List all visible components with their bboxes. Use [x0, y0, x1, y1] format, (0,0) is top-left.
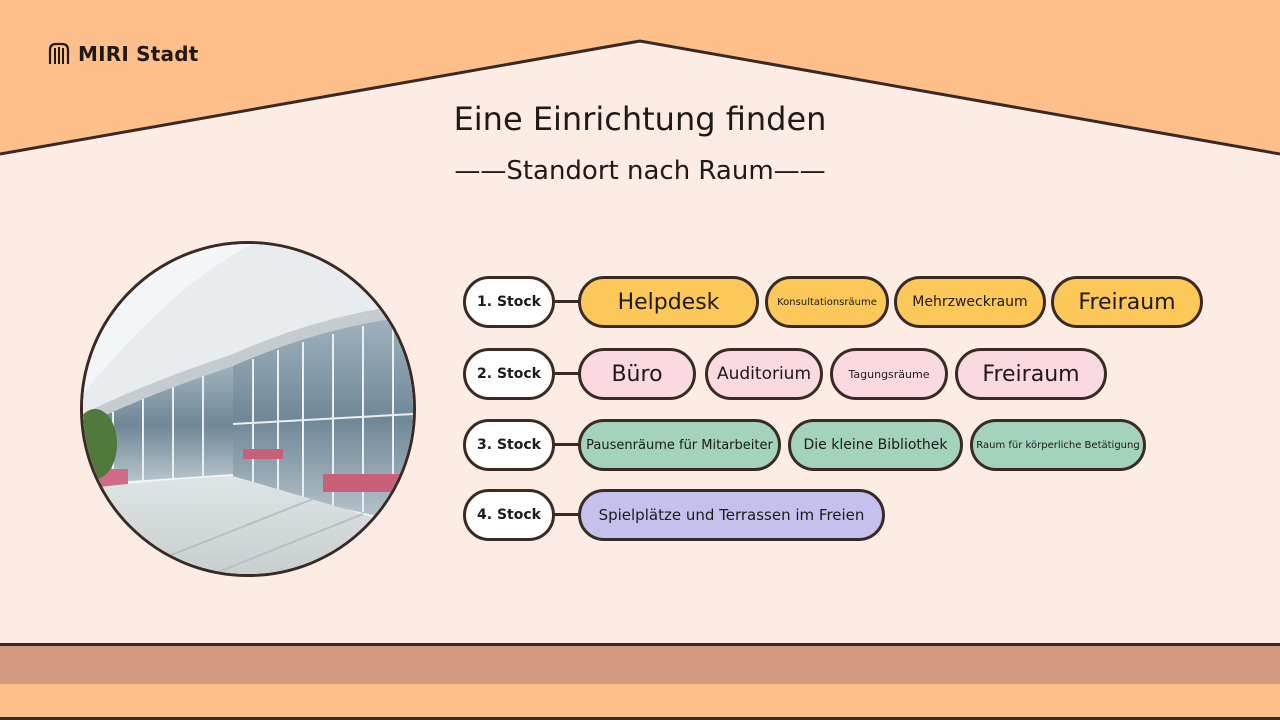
floor-base [0, 684, 1280, 720]
room-pill[interactable]: Freiraum [1051, 276, 1203, 328]
brand-logo: MIRI Stadt [48, 42, 199, 66]
room-pill[interactable]: Raum für körperliche Betätigung [970, 419, 1146, 471]
floor-label: 3. Stock [463, 419, 555, 471]
room-pill[interactable]: Die kleine Bibliothek [788, 419, 963, 471]
room-pill[interactable]: Büro [578, 348, 696, 400]
page-subtitle: ——Standort nach Raum—— [454, 156, 826, 186]
connector-line [555, 513, 579, 516]
brand-name: MIRI Stadt [78, 42, 199, 66]
floor-label: 2. Stock [463, 348, 555, 400]
floor-stripe [0, 643, 1280, 687]
roof-shape [0, 0, 1280, 156]
floor-label: 1. Stock [463, 276, 555, 328]
room-pill[interactable]: Mehrzweckraum [894, 276, 1046, 328]
building-illustration [83, 244, 413, 574]
room-pill[interactable]: Tagungsräume [830, 348, 948, 400]
room-pill[interactable]: Helpdesk [578, 276, 759, 328]
room-pill[interactable]: Freiraum [955, 348, 1107, 400]
connector-line [555, 372, 579, 375]
connector-line [555, 443, 579, 446]
building-logo-icon [48, 42, 70, 64]
building-photo [80, 241, 416, 577]
room-pill[interactable]: Pausenräume für Mitarbeiter [578, 419, 781, 471]
floor-label: 4. Stock [463, 489, 555, 541]
room-pill[interactable]: Konsultationsräume [765, 276, 889, 328]
room-pill[interactable]: Auditorium [705, 348, 823, 400]
page-title: Eine Einrichtung finden [453, 100, 827, 138]
connector-line [555, 300, 579, 303]
room-pill[interactable]: Spielplätze und Terrassen im Freien [578, 489, 885, 541]
